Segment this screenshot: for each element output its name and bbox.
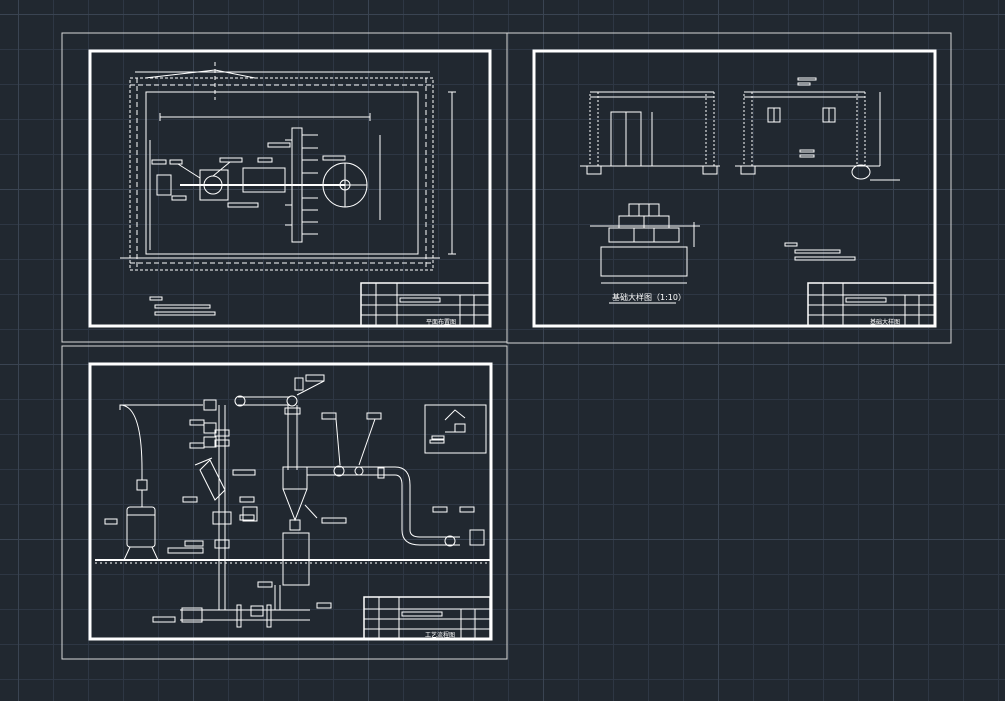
sheet-foundation-detail[interactable]: 基础大样图（1:10） 基础大样图 (506, 32, 952, 344)
roof-lines (135, 62, 430, 100)
foundation-section (590, 203, 700, 284)
title-block-sheet-3 (363, 596, 491, 640)
title-block-label-sheet-1: 平面布置图 (426, 318, 456, 326)
title-block-sheet-1 (360, 282, 491, 327)
detail-caption: 基础大样图（1:10） (612, 292, 686, 302)
piping-legend-inset (424, 404, 487, 454)
cyclone-separator (282, 466, 310, 586)
sheet-3-inner-frame (88, 362, 493, 641)
valves (203, 377, 304, 617)
dimension-lines (120, 91, 456, 259)
sheet-3-outer-border (61, 345, 508, 660)
sheet-2-inner-frame (532, 49, 937, 328)
sheet-plan-view[interactable]: 平面布置图 (61, 32, 508, 343)
top-header-pipe (234, 395, 301, 470)
elevation-left (580, 91, 720, 175)
sheet-2-outer-border (506, 32, 952, 344)
plan-leader-labels (151, 142, 346, 208)
brick-wall-outline (129, 77, 434, 271)
plan-equipment (156, 127, 368, 243)
plan-notes (149, 296, 216, 316)
foundation-notes (784, 242, 856, 261)
piping-callout-tags (104, 374, 475, 623)
manifold-branches (285, 134, 318, 235)
dosing-tank (119, 404, 203, 561)
vertical-riser (218, 405, 226, 610)
discharge-pipe (307, 465, 485, 547)
elevation-right (735, 77, 900, 181)
y-strainer (194, 457, 232, 525)
title-block-label-sheet-3: 工艺流程图 (425, 631, 455, 639)
sheet-process-piping[interactable]: 工艺流程图 (61, 345, 508, 660)
title-block-label-sheet-2: 基础大样图 (870, 318, 900, 326)
sheet-1-inner-frame (88, 49, 492, 328)
title-block-sheet-2 (807, 282, 936, 327)
inlet-pipe (180, 585, 310, 628)
